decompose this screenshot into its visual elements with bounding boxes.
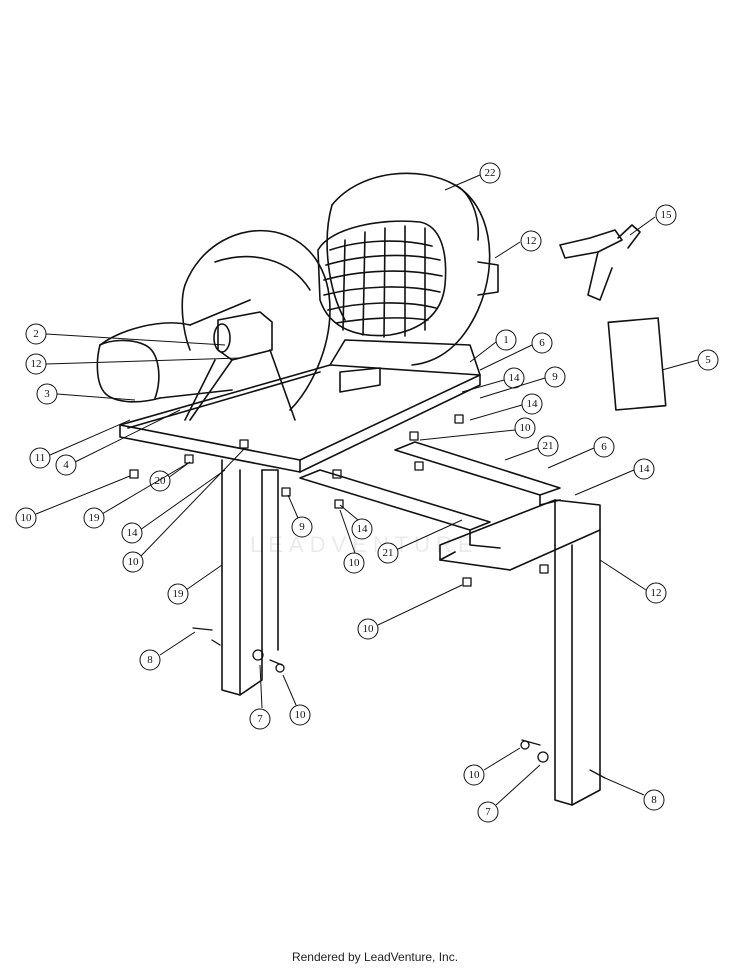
footer-credit: Rendered by LeadVenture, Inc. xyxy=(291,950,459,964)
callout-10-c: 10 xyxy=(122,447,246,573)
svg-text:10: 10 xyxy=(128,556,140,568)
hose-coil xyxy=(317,220,447,338)
callout-21-top: 21 xyxy=(504,435,559,461)
svg-text:3: 3 xyxy=(44,388,50,400)
callout-10-e: 10 xyxy=(357,584,463,640)
callout-10-g: 10 xyxy=(463,747,521,786)
callout-15: 15 xyxy=(629,204,677,236)
svg-text:5: 5 xyxy=(705,354,711,366)
callout-19-mid: 19 xyxy=(167,564,223,605)
callout-9-mid: 9 xyxy=(287,494,313,538)
callout-10-d: 10 xyxy=(339,509,365,574)
callout-7-right: 7 xyxy=(477,764,541,823)
svg-text:7: 7 xyxy=(257,713,263,725)
spray-gun xyxy=(559,224,641,301)
crossbar-arm-upper xyxy=(394,441,561,506)
svg-text:10: 10 xyxy=(520,422,532,434)
stand-right xyxy=(439,499,601,806)
svg-text:14: 14 xyxy=(509,372,521,384)
svg-text:10: 10 xyxy=(363,623,375,635)
decal-5 xyxy=(607,317,667,411)
callout-5: 5 xyxy=(661,349,719,371)
svg-text:11: 11 xyxy=(35,452,46,464)
callout-14-c: 14 xyxy=(574,458,655,496)
svg-text:10: 10 xyxy=(349,557,361,569)
svg-text:21: 21 xyxy=(383,547,394,559)
svg-text:2: 2 xyxy=(33,328,39,340)
callout-1: 1 xyxy=(469,329,517,363)
svg-text:12: 12 xyxy=(651,587,662,599)
callout-9-top: 9 xyxy=(479,366,566,399)
callout-2: 2 xyxy=(25,323,226,346)
svg-text:10: 10 xyxy=(295,709,307,721)
svg-text:21: 21 xyxy=(543,440,554,452)
svg-text:6: 6 xyxy=(601,441,607,453)
callout-14-b: 14 xyxy=(469,393,543,421)
svg-text:12: 12 xyxy=(31,358,42,370)
callout-14-e: 14 xyxy=(339,504,373,540)
svg-text:14: 14 xyxy=(639,463,651,475)
callout-12-right: 12 xyxy=(599,559,667,604)
svg-text:20: 20 xyxy=(155,475,167,487)
svg-text:12: 12 xyxy=(526,235,537,247)
hardware xyxy=(129,414,606,779)
svg-text:10: 10 xyxy=(469,769,481,781)
callout-11: 11 xyxy=(29,419,131,469)
drive-motor xyxy=(184,311,296,421)
svg-text:14: 14 xyxy=(357,523,369,535)
svg-text:1: 1 xyxy=(503,334,509,346)
svg-text:22: 22 xyxy=(485,167,496,179)
svg-text:19: 19 xyxy=(173,588,185,600)
callout-6-mid: 6 xyxy=(547,436,615,469)
callout-10-b: 10 xyxy=(15,475,131,529)
crossbar-arm-lower xyxy=(299,469,501,549)
callout-8-right: 8 xyxy=(604,777,665,811)
callout-8-left: 8 xyxy=(139,631,196,671)
callout-12-top: 12 xyxy=(494,230,542,259)
callout-22: 22 xyxy=(444,162,501,191)
callout-7-left: 7 xyxy=(249,664,271,730)
svg-text:6: 6 xyxy=(539,337,545,349)
reel-drum-cover xyxy=(96,299,251,403)
svg-text:19: 19 xyxy=(89,512,101,524)
callout-21-mid: 21 xyxy=(377,519,463,564)
callout-14-d: 14 xyxy=(121,469,226,544)
callouts: 22 15 12 2 12 1 6 5 3 14 9 14 10 21 6 14… xyxy=(15,162,719,823)
reel-rear-flange xyxy=(326,172,499,366)
svg-text:14: 14 xyxy=(127,527,139,539)
callout-6-top: 6 xyxy=(479,332,553,371)
stand-left xyxy=(221,459,279,696)
svg-text:15: 15 xyxy=(661,209,673,221)
svg-text:10: 10 xyxy=(21,512,33,524)
svg-text:7: 7 xyxy=(485,806,491,818)
reel-front-flange xyxy=(181,229,331,411)
callout-19-top: 19 xyxy=(83,461,191,529)
callout-10-f: 10 xyxy=(282,674,311,726)
callout-12-left: 12 xyxy=(25,353,241,375)
svg-text:14: 14 xyxy=(527,398,539,410)
svg-text:4: 4 xyxy=(63,459,69,471)
svg-text:8: 8 xyxy=(651,794,657,806)
callout-20: 20 xyxy=(149,461,191,492)
callout-4: 4 xyxy=(55,409,181,476)
svg-text:8: 8 xyxy=(147,654,153,666)
svg-text:9: 9 xyxy=(299,521,305,533)
svg-text:9: 9 xyxy=(552,371,558,383)
callout-10-a: 10 xyxy=(419,417,536,441)
callout-3: 3 xyxy=(36,383,136,405)
